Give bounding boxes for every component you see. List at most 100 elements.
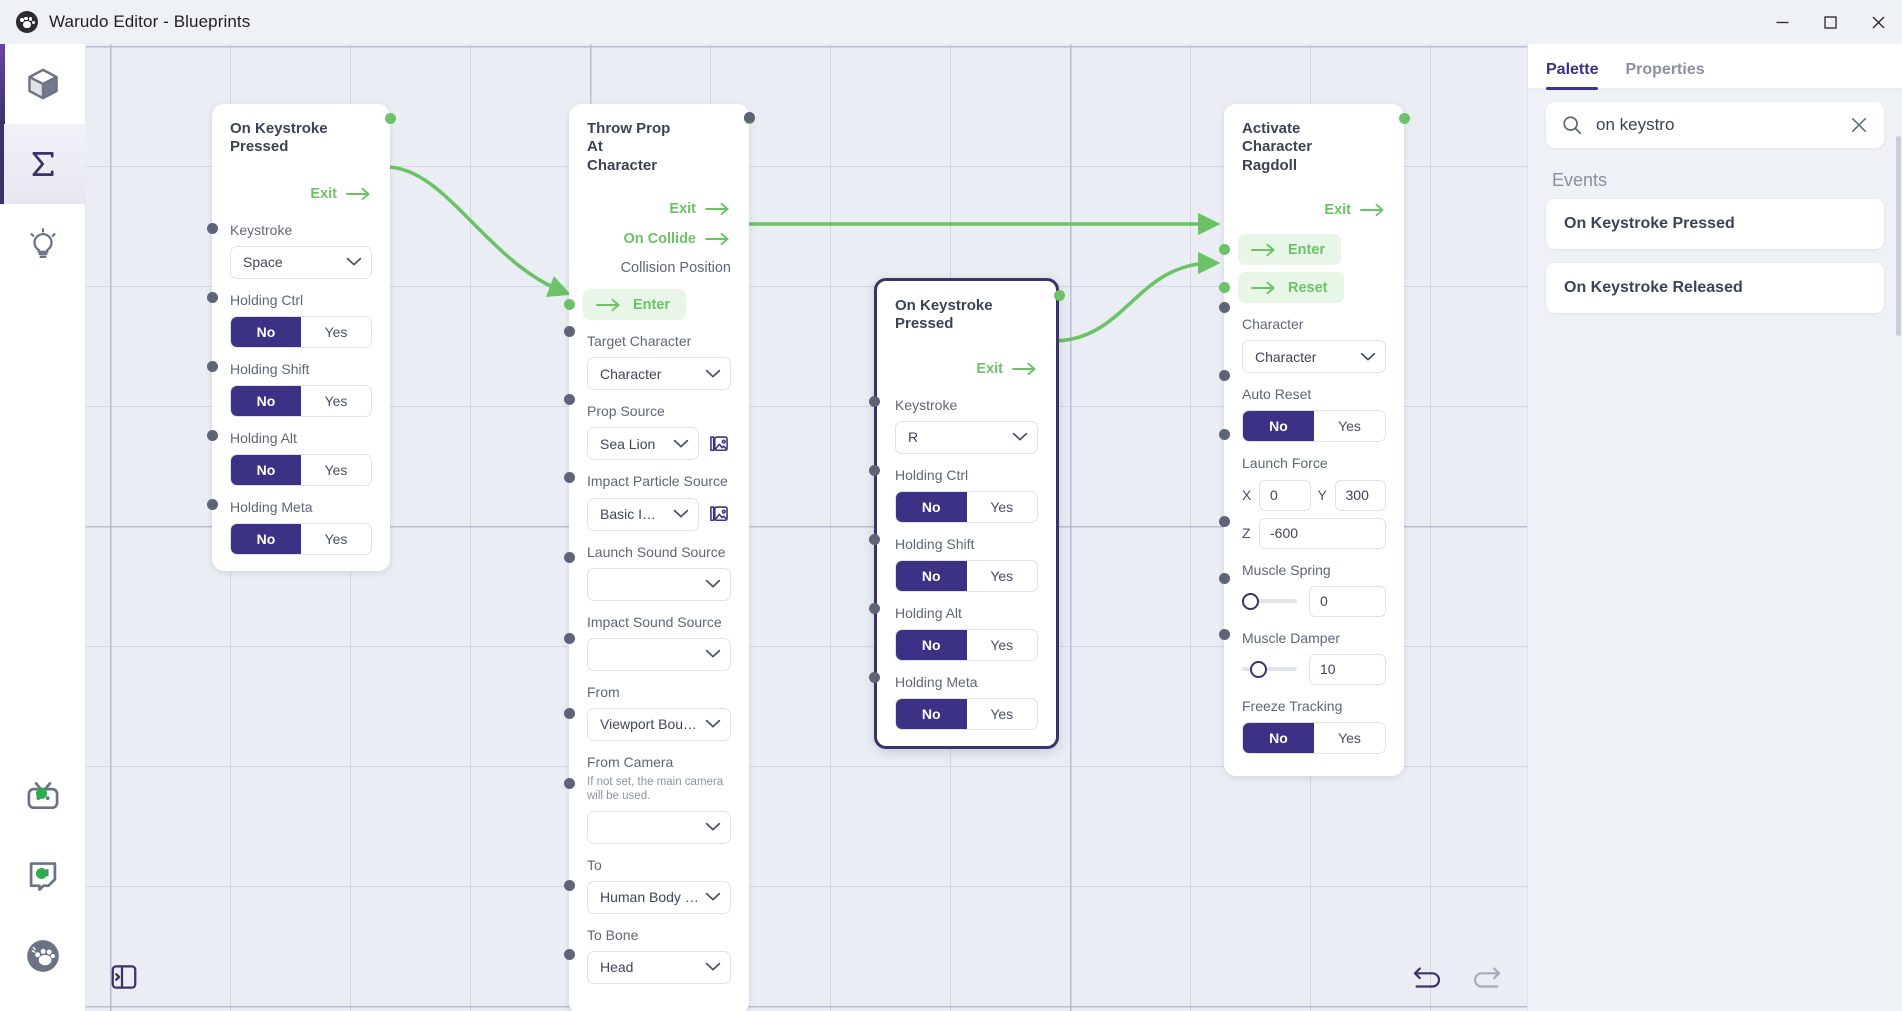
- freeze-tracking-toggle[interactable]: No Yes: [1242, 721, 1386, 754]
- toggle-option-no[interactable]: No: [896, 630, 967, 661]
- character-select[interactable]: Character: [1242, 340, 1386, 374]
- toggle-option-no[interactable]: No: [896, 492, 967, 523]
- palette-item-on-keystroke-pressed[interactable]: On Keystroke Pressed: [1546, 199, 1884, 249]
- port-from[interactable]: [563, 708, 575, 719]
- holding-shift-toggle[interactable]: No Yes: [895, 560, 1038, 593]
- toggle-option-no[interactable]: No: [1243, 722, 1314, 753]
- port-keystroke[interactable]: [868, 396, 880, 407]
- port-impact-particle-source[interactable]: [563, 472, 575, 483]
- node-on-keystroke-pressed-1[interactable]: On Keystroke Pressed Exit Keystroke Spac…: [206, 104, 396, 572]
- node-on-keystroke-pressed-2[interactable]: On Keystroke Pressed Exit Keystroke R Ho…: [868, 278, 1065, 750]
- holding-shift-toggle[interactable]: No Yes: [230, 385, 372, 418]
- toggle-option-yes[interactable]: Yes: [324, 393, 348, 410]
- palette-item-on-keystroke-released[interactable]: On Keystroke Released: [1546, 263, 1884, 313]
- port-muscle-spring[interactable]: [1218, 516, 1230, 527]
- port-auto-reset[interactable]: [1218, 370, 1230, 381]
- port-exit[interactable]: [1053, 290, 1065, 301]
- keystroke-select[interactable]: R: [895, 420, 1038, 454]
- port-holding-shift[interactable]: [868, 534, 880, 545]
- from-select[interactable]: Viewport Bound...: [587, 707, 731, 741]
- node-input-reset[interactable]: Reset: [1238, 272, 1344, 304]
- prop-source-image-picker-button[interactable]: [707, 432, 731, 456]
- target-character-select[interactable]: Character: [587, 357, 731, 391]
- toggle-option-yes[interactable]: Yes: [990, 637, 1014, 654]
- muscle-damper-input[interactable]: 10: [1309, 653, 1386, 685]
- port-exit[interactable]: [1398, 113, 1410, 124]
- maximize-button[interactable]: [1806, 0, 1854, 44]
- keystroke-select[interactable]: Space: [230, 245, 372, 279]
- port-to[interactable]: [563, 880, 575, 891]
- muscle-damper-slider[interactable]: [1242, 658, 1297, 680]
- toggle-option-no[interactable]: No: [231, 524, 301, 555]
- to-select[interactable]: Human Body Bo...: [587, 880, 731, 914]
- port-muscle-damper[interactable]: [1218, 573, 1230, 584]
- toggle-option-no[interactable]: No: [896, 699, 967, 730]
- auto-reset-toggle[interactable]: No Yes: [1242, 410, 1386, 443]
- port-holding-alt[interactable]: [868, 603, 880, 614]
- node-output-exit[interactable]: Exit: [1224, 113, 1410, 225]
- sidebar-item-twitch[interactable]: [0, 836, 86, 916]
- toggle-option-no[interactable]: No: [896, 561, 967, 592]
- port-holding-shift[interactable]: [206, 361, 218, 372]
- port-holding-ctrl[interactable]: [868, 465, 880, 476]
- port-keystroke[interactable]: [206, 223, 218, 234]
- expand-left-panel-button[interactable]: [104, 957, 144, 997]
- holding-meta-toggle[interactable]: No Yes: [895, 698, 1038, 731]
- port-holding-meta[interactable]: [868, 672, 880, 683]
- impact-particle-image-picker-button[interactable]: [707, 502, 731, 526]
- node-throw-prop-at-character[interactable]: Throw Prop At Character Exit On Collide …: [563, 104, 755, 1011]
- node-activate-character-ragdoll[interactable]: Activate Character Ragdoll Exit Enter Re…: [1218, 104, 1410, 776]
- toggle-option-yes[interactable]: Yes: [990, 568, 1014, 585]
- redo-button[interactable]: [1470, 964, 1504, 995]
- muscle-spring-input[interactable]: 0: [1309, 585, 1386, 617]
- minimize-button[interactable]: [1758, 0, 1806, 44]
- port-launch-force[interactable]: [1218, 429, 1230, 440]
- port-target-character[interactable]: [563, 326, 575, 337]
- search-box[interactable]: [1546, 102, 1884, 148]
- holding-ctrl-toggle[interactable]: No Yes: [230, 316, 372, 349]
- holding-ctrl-toggle[interactable]: No Yes: [895, 491, 1038, 524]
- port-exit[interactable]: [384, 113, 396, 124]
- toggle-option-yes[interactable]: Yes: [1338, 729, 1361, 746]
- port-reset[interactable]: [1218, 282, 1230, 294]
- toggle-option-no[interactable]: No: [231, 317, 301, 348]
- port-from-camera[interactable]: [563, 778, 575, 789]
- sidebar-item-warudo[interactable]: [0, 916, 86, 996]
- muscle-spring-slider[interactable]: [1242, 590, 1297, 612]
- toggle-option-yes[interactable]: Yes: [1338, 418, 1361, 435]
- to-bone-select[interactable]: Head: [587, 950, 731, 984]
- node-output-exit[interactable]: Exit: [212, 113, 396, 209]
- holding-alt-toggle[interactable]: No Yes: [895, 629, 1038, 662]
- tab-palette[interactable]: Palette: [1546, 61, 1599, 90]
- clear-search-icon[interactable]: [1849, 115, 1869, 135]
- close-button[interactable]: [1854, 0, 1902, 44]
- node-output-on-collide[interactable]: On Collide: [569, 113, 755, 254]
- node-output-exit[interactable]: Exit: [569, 113, 755, 224]
- node-output-collision-position[interactable]: Collision Position: [569, 112, 755, 281]
- undo-button[interactable]: [1410, 964, 1444, 995]
- toggle-option-no[interactable]: No: [231, 455, 301, 486]
- impact-particle-source-select[interactable]: Basic Impac...: [587, 497, 699, 531]
- toggle-option-yes[interactable]: Yes: [324, 324, 348, 341]
- port-impact-sound-source[interactable]: [563, 633, 575, 644]
- port-character[interactable]: [1218, 302, 1230, 313]
- sidebar-item-tips[interactable]: [0, 204, 86, 284]
- sidebar-item-blueprints[interactable]: [0, 124, 86, 204]
- node-output-exit[interactable]: Exit: [877, 290, 1065, 384]
- port-to-bone[interactable]: [563, 949, 575, 960]
- tab-properties[interactable]: Properties: [1625, 61, 1705, 78]
- sidebar-item-assets[interactable]: [0, 44, 86, 124]
- search-input[interactable]: [1596, 115, 1836, 135]
- port-holding-meta[interactable]: [206, 499, 218, 510]
- toggle-option-yes[interactable]: Yes: [324, 462, 348, 479]
- toggle-option-yes[interactable]: Yes: [324, 531, 348, 548]
- sidebar-item-bilibili[interactable]: [0, 756, 86, 836]
- toggle-option-yes[interactable]: Yes: [990, 499, 1014, 516]
- port-prop-source[interactable]: [563, 394, 575, 405]
- launch-force-y-input[interactable]: 300: [1334, 479, 1386, 511]
- toggle-option-no[interactable]: No: [1243, 411, 1314, 442]
- node-input-enter[interactable]: Enter: [1238, 234, 1342, 266]
- port-holding-alt[interactable]: [206, 430, 218, 441]
- port-holding-ctrl[interactable]: [206, 292, 218, 303]
- port-freeze-tracking[interactable]: [1218, 629, 1230, 640]
